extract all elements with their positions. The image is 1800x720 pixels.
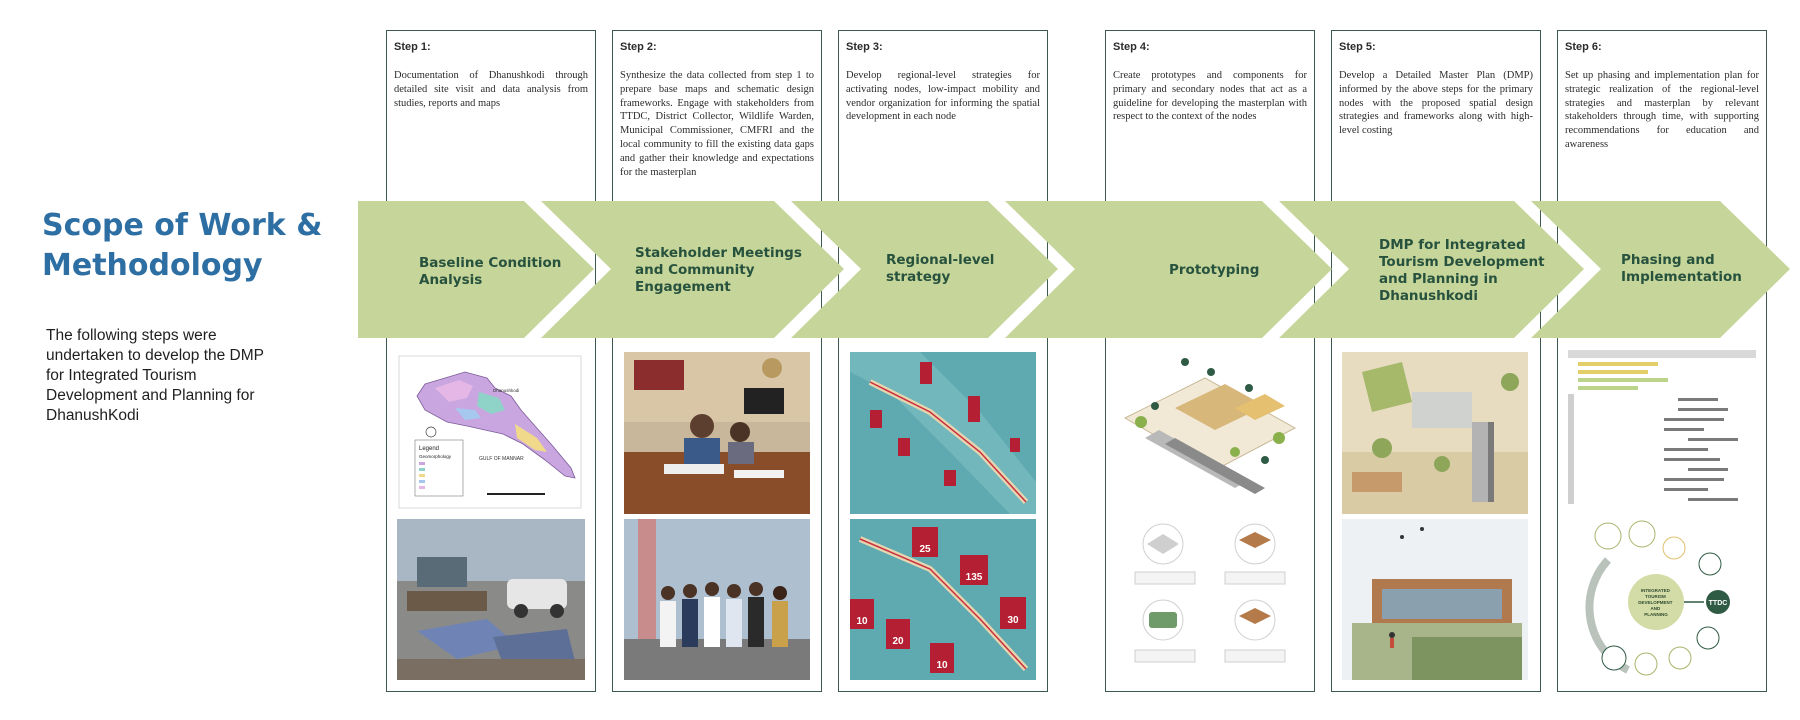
beach-photo: [397, 519, 585, 680]
phasing-gantt-image: [1568, 350, 1756, 514]
step-label: Step 1:: [394, 41, 431, 53]
svg-text:INTEGRATED TOURISM: INTEGRATED TOURISM DEVELOPMENT AND PLANN…: [1638, 588, 1674, 617]
title-line-2: Methodology: [42, 248, 263, 283]
strategy-value: 10: [856, 616, 868, 627]
phase-line: strategy: [886, 269, 951, 285]
center-label-line: AND: [1650, 606, 1660, 611]
title-line-1: Scope of Work &: [42, 208, 323, 243]
phase-line: Regional-level: [886, 252, 995, 268]
center-label-line: TOURISM: [1645, 594, 1666, 599]
phase-line: Analysis: [419, 272, 483, 288]
phase-line: and Planning in: [1379, 271, 1498, 287]
step-label: Step 4:: [1113, 41, 1150, 53]
design-render-image: [1342, 519, 1528, 680]
strategy-value: 25: [919, 544, 931, 555]
meeting-photo: [624, 352, 810, 514]
stakeholder-ttdc: TTDC: [1709, 600, 1728, 607]
step-label: Step 5:: [1339, 41, 1376, 53]
site-map-image: Legend Geomorphology GULF OF MANNAR Dhan…: [395, 352, 585, 512]
stakeholder-group-photo: [624, 519, 810, 680]
step-description: Develop regional-level strategies for ac…: [846, 70, 1040, 123]
phase-line: DMP for Integrated: [1379, 237, 1526, 253]
strategy-value: 10: [936, 660, 948, 671]
prototype-components-image: [1115, 520, 1305, 682]
step-description: Create prototypes and components for pri…: [1113, 70, 1307, 123]
phase-title-5: DMP for Integrated Tourism Development a…: [1379, 237, 1545, 305]
phase-line: Dhanushkodi: [1379, 288, 1478, 304]
phase-line: Phasing and: [1621, 252, 1715, 268]
stakeholder-network-diagram: TTDC INTEGRATED TOURISM DEVELOPMENT AND …: [1568, 520, 1756, 682]
phase-line: Engagement: [635, 279, 731, 295]
phase-line: Stakeholder Meetings: [635, 245, 802, 261]
phase-line: Tourism Development: [1379, 254, 1545, 270]
phase-title-1: Baseline Condition Analysis: [419, 255, 561, 289]
step-label: Step 3:: [846, 41, 883, 53]
phase-title-6: Phasing and Implementation: [1621, 252, 1742, 286]
prototype-axonometric-image: [1115, 348, 1305, 518]
phase-line: Implementation: [1621, 269, 1742, 285]
strategy-value: 20: [892, 636, 904, 647]
map-label-sea: GULF OF MANNAR: [479, 456, 524, 462]
phase-line: Baseline Condition: [419, 255, 562, 271]
phase-line: Prototyping: [1169, 262, 1260, 278]
strategy-value: 135: [966, 572, 983, 583]
phase-title-2: Stakeholder Meetings and Community Engag…: [635, 245, 802, 296]
step-description: Set up phasing and implementation plan f…: [1565, 70, 1759, 150]
map-label-place: Dhanushkodi: [493, 388, 519, 393]
map-legend-title: Legend: [419, 446, 439, 452]
center-label-line: PLANNING: [1644, 612, 1668, 617]
step-description: Synthesize the data collected from step …: [620, 70, 814, 178]
step-description: Develop a Detailed Master Plan (DMP) inf…: [1339, 70, 1533, 137]
step-label: Step 2:: [620, 41, 657, 53]
phase-line: and Community: [635, 262, 755, 278]
strategy-value: 30: [1007, 615, 1019, 626]
map-legend-item: Geomorphology: [419, 454, 452, 459]
regional-strategy-map-1: [850, 352, 1036, 514]
phase-title-3: Regional-level strategy: [886, 252, 994, 286]
phase-title-4: Prototyping: [1169, 262, 1259, 279]
center-label-line: INTEGRATED: [1641, 588, 1671, 593]
step-label: Step 6:: [1565, 41, 1602, 53]
regional-strategy-map-2: 25 135 10 20 10 30: [850, 519, 1036, 680]
page-title: Scope of Work & Methodology: [42, 206, 342, 286]
master-plan-image: [1342, 352, 1528, 514]
intro-text: The following steps were undertaken to d…: [46, 327, 264, 424]
step-description: Documentation of Dhanushkodi through det…: [394, 70, 588, 109]
center-label-line: DEVELOPMENT: [1638, 600, 1673, 605]
